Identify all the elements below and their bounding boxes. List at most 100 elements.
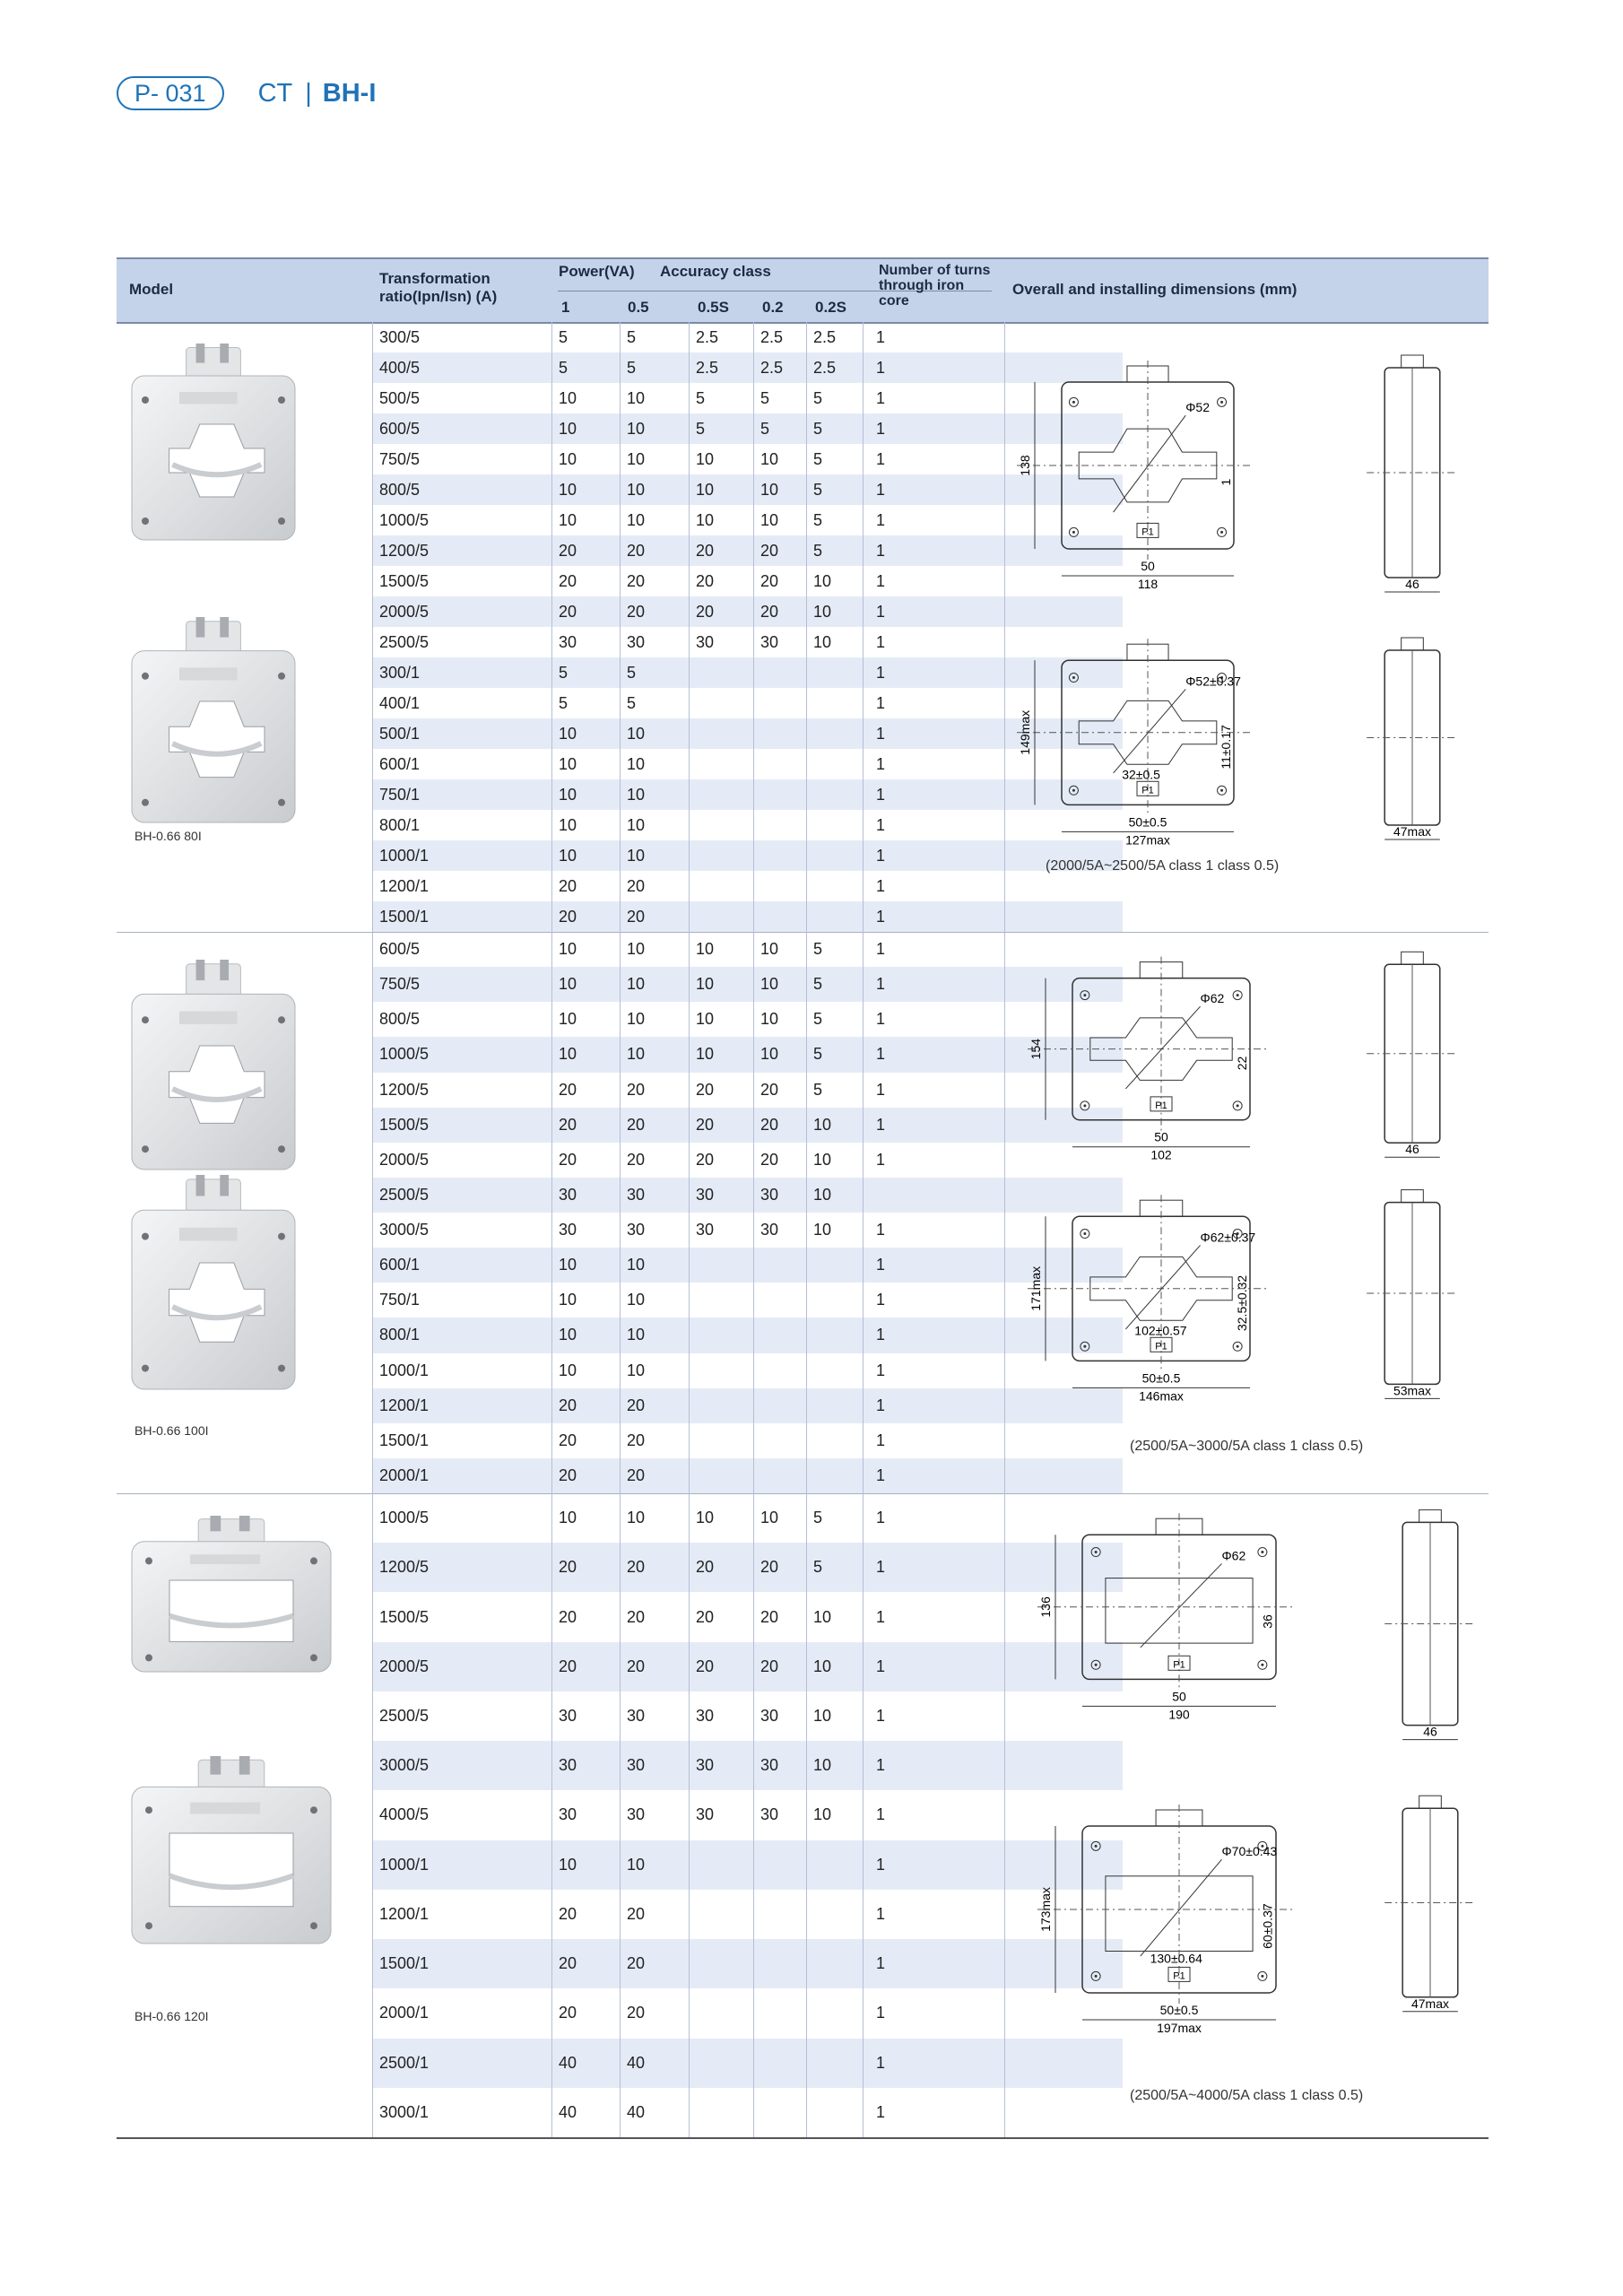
ratio-cell: 750/1 bbox=[379, 785, 421, 804]
product-photo bbox=[131, 960, 296, 1170]
turns-cell: 1 bbox=[876, 571, 886, 590]
power-cell: 20 bbox=[627, 1080, 646, 1099]
ratio-cell: 1200/1 bbox=[379, 1904, 430, 1923]
turns-cell: 1 bbox=[876, 1805, 886, 1824]
power-cell: 10 bbox=[559, 785, 577, 804]
svg-text:11±0.17: 11±0.17 bbox=[1219, 725, 1233, 770]
product-photo bbox=[131, 344, 296, 541]
ratio-cell: 2500/5 bbox=[379, 632, 430, 651]
power-cell: 30 bbox=[696, 1221, 715, 1239]
power-cell: 40 bbox=[559, 2102, 577, 2121]
ratio-cell: 1500/1 bbox=[379, 1954, 430, 1973]
col-model-header: Model bbox=[129, 281, 174, 298]
power-cell: 5 bbox=[760, 388, 770, 407]
power-cell: 20 bbox=[696, 1150, 715, 1169]
svg-text:197max: 197max bbox=[1157, 2021, 1202, 2035]
power-cell: 2.5 bbox=[760, 327, 784, 346]
svg-text:50±0.5: 50±0.5 bbox=[1160, 2003, 1199, 2017]
power-cell: 20 bbox=[696, 1558, 715, 1577]
power-cell: 10 bbox=[559, 1010, 577, 1029]
power-cell: 2.5 bbox=[813, 327, 837, 346]
ratio-cell: 2000/5 bbox=[379, 1657, 430, 1675]
turns-cell: 1 bbox=[876, 480, 886, 499]
col-power-header: Power(VA) bbox=[559, 263, 635, 280]
power-cell: 30 bbox=[696, 1756, 715, 1775]
power-cell: 20 bbox=[559, 1396, 577, 1414]
power-cell: 2.5 bbox=[696, 327, 719, 346]
power-cell: 10 bbox=[559, 449, 577, 468]
power-cell: 5 bbox=[696, 388, 706, 407]
power-cell: 30 bbox=[627, 1221, 646, 1239]
ratio-cell: 2000/1 bbox=[379, 2004, 430, 2022]
turns-cell: 1 bbox=[876, 693, 886, 712]
power-cell: 30 bbox=[559, 632, 577, 651]
power-cell: 10 bbox=[559, 1361, 577, 1379]
ratio-cell: 2000/5 bbox=[379, 602, 430, 621]
power-cell: 10 bbox=[559, 754, 577, 773]
svg-text:118: 118 bbox=[1138, 577, 1159, 591]
power-cell: 10 bbox=[559, 724, 577, 743]
turns-cell: 1 bbox=[876, 754, 886, 773]
svg-text:P1: P1 bbox=[1155, 1100, 1167, 1111]
col-ratio-header: Transformation ratio(Ipn/Isn) (A) bbox=[379, 270, 498, 305]
svg-text:154: 154 bbox=[1028, 1039, 1043, 1060]
power-cell: 30 bbox=[696, 1185, 715, 1204]
power-cell: 20 bbox=[760, 1150, 779, 1169]
power-cell: 20 bbox=[760, 1558, 779, 1577]
power-cell: 2.5 bbox=[760, 358, 784, 377]
turns-cell: 1 bbox=[876, 1657, 886, 1675]
turns-cell: 1 bbox=[876, 1080, 886, 1099]
power-cell: 10 bbox=[627, 1326, 646, 1344]
ratio-cell: 600/5 bbox=[379, 419, 421, 438]
ratio-cell: 750/1 bbox=[379, 1291, 421, 1309]
svg-text:P1: P1 bbox=[1173, 1970, 1185, 1981]
power-cell: 10 bbox=[813, 1150, 832, 1169]
col-accuracy-header: Accuracy class bbox=[660, 263, 771, 280]
side-view-drawing: 53max bbox=[1367, 1189, 1458, 1399]
svg-text:130±0.64: 130±0.64 bbox=[1150, 1952, 1203, 1966]
ratio-cell: 3000/1 bbox=[379, 2102, 430, 2121]
power-cell: 10 bbox=[813, 1607, 832, 1626]
power-cell: 20 bbox=[559, 876, 577, 895]
power-cell: 10 bbox=[696, 480, 715, 499]
turns-cell: 1 bbox=[876, 1607, 886, 1626]
power-cell: 10 bbox=[813, 1657, 832, 1675]
svg-text:47max: 47max bbox=[1411, 1996, 1449, 2011]
turns-cell: 1 bbox=[876, 1954, 886, 1973]
ratio-cell: 800/5 bbox=[379, 480, 421, 499]
power-cell: 5 bbox=[760, 419, 770, 438]
power-cell: 10 bbox=[696, 1010, 715, 1029]
ratio-cell: 400/1 bbox=[379, 693, 421, 712]
svg-text:Φ52: Φ52 bbox=[1185, 400, 1210, 414]
class-header: 0.5 bbox=[628, 299, 649, 316]
power-cell: 5 bbox=[813, 1509, 823, 1527]
ratio-cell: 800/1 bbox=[379, 815, 421, 834]
turns-cell: 1 bbox=[876, 940, 886, 959]
ratio-cell: 2000/5 bbox=[379, 1150, 430, 1169]
power-cell: 10 bbox=[627, 480, 646, 499]
power-cell: 10 bbox=[627, 1361, 646, 1379]
class-header: 1 bbox=[561, 299, 570, 316]
svg-text:32±0.5: 32±0.5 bbox=[1122, 767, 1160, 781]
power-cell: 10 bbox=[627, 785, 646, 804]
ratio-cell: 1500/5 bbox=[379, 1115, 430, 1134]
dimension-note: (2000/5A~2500/5A class 1 class 0.5) bbox=[1046, 858, 1280, 874]
power-cell: 20 bbox=[760, 1115, 779, 1134]
power-cell: 5 bbox=[627, 663, 637, 682]
svg-text:171max: 171max bbox=[1028, 1266, 1043, 1311]
power-cell: 20 bbox=[627, 1465, 646, 1484]
power-cell: 10 bbox=[627, 419, 646, 438]
svg-text:60±0.37: 60±0.37 bbox=[1261, 1903, 1275, 1949]
